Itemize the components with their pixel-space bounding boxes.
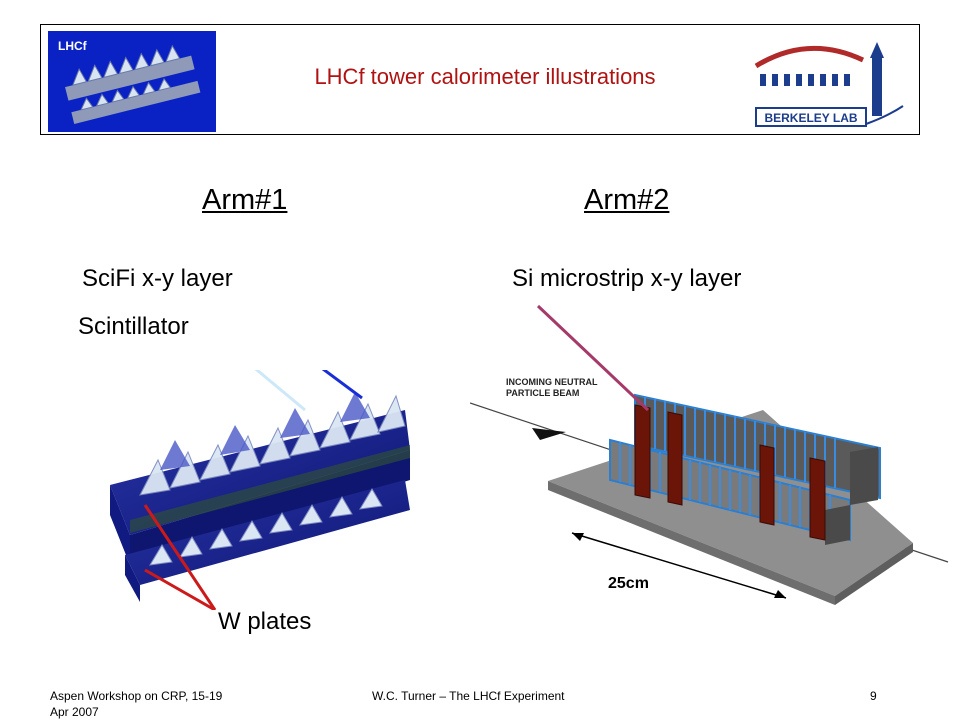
scintillator-label: Scintillator: [78, 313, 189, 340]
berkeley-lab-logo: BERKELEY LAB: [748, 36, 908, 130]
beam-label: INCOMING NEUTRAL PARTICLE BEAM: [506, 377, 598, 399]
beam-label-line2: PARTICLE BEAM: [506, 388, 580, 398]
scale-label: 25cm: [608, 575, 649, 592]
slide-title: LHCf tower calorimeter illustrations: [314, 64, 656, 89]
berkeley-lab-graphic: BERKELEY LAB: [754, 42, 904, 127]
si-microstrip-label: Si microstrip x-y layer: [512, 265, 742, 292]
footer-event-line1: Aspen Workshop on CRP, 15-19: [50, 689, 223, 703]
page-number: 9: [870, 689, 877, 703]
lhcf-logo: LHCf: [48, 31, 216, 132]
lhcf-logo-text: LHCf: [58, 39, 87, 53]
beam-arrow-icon: [532, 428, 566, 440]
beam-label-line1: INCOMING NEUTRAL: [506, 377, 598, 387]
w-plates-label: W plates: [218, 608, 312, 635]
arm2-calorimeter-illustration: [470, 304, 949, 605]
arm2-heading: Arm#2: [584, 184, 670, 216]
arm1-heading: Arm#1: [202, 184, 288, 216]
arm1-calorimeter-illustration: [110, 370, 410, 610]
lhcf-logo-graphic: [65, 44, 201, 124]
berkeley-lab-text: BERKELEY LAB: [764, 111, 857, 125]
footer-author: W.C. Turner – The LHCf Experiment: [372, 689, 565, 703]
footer-event: Aspen Workshop on CRP, 15-19 Apr 2007: [50, 688, 222, 720]
footer-event-line2: Apr 2007: [50, 705, 99, 719]
scifi-layer-label: SciFi x-y layer: [82, 265, 233, 292]
